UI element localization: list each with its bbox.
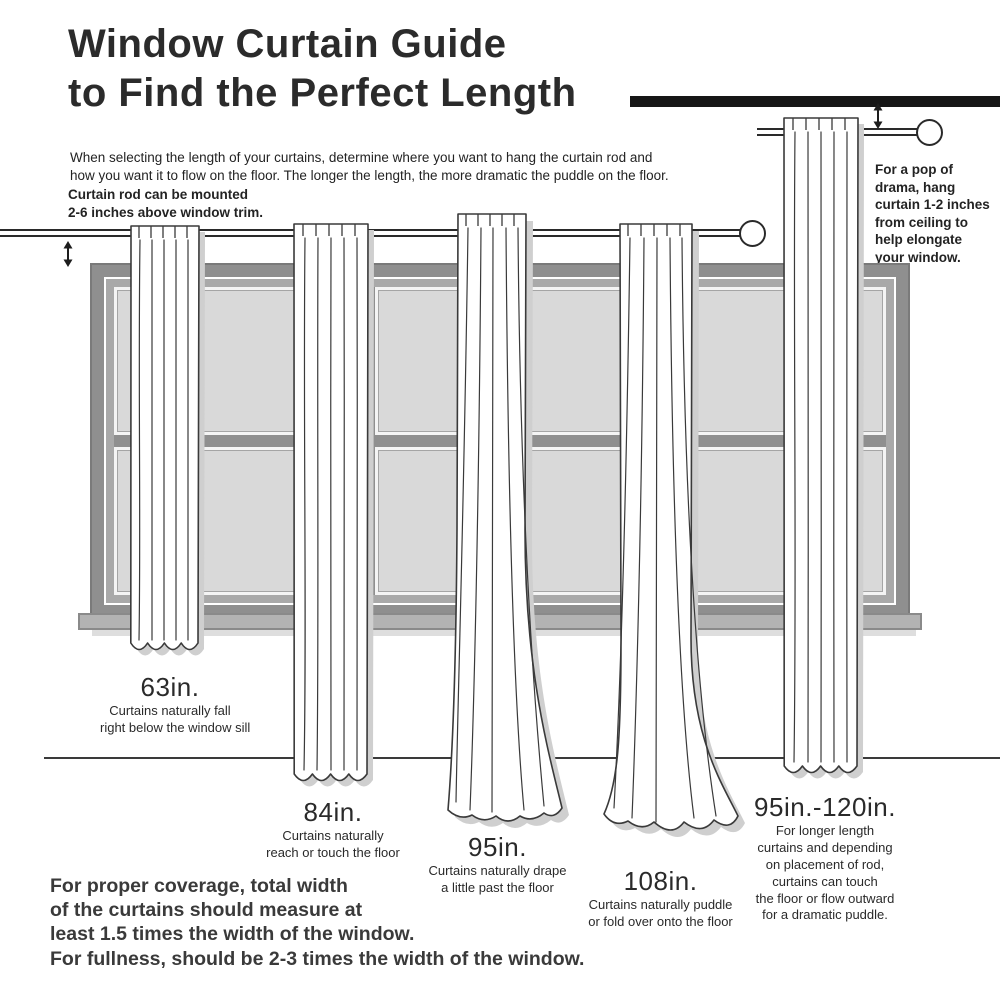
- curtain-95-120-label: 95in.-120in. For longer length curtains …: [740, 792, 910, 924]
- curtain-folds: [793, 131, 848, 763]
- curtain-95-120-desc: For longer length: [775, 823, 875, 838]
- curtain-63-label: 63in. Curtains naturally fall right belo…: [100, 672, 251, 737]
- curtain-pleats: [302, 224, 356, 236]
- curtain-folds: [303, 237, 358, 771]
- rod-mount-note-line2: 2-6 inches above window trim.: [68, 204, 264, 220]
- rod-finial-left: [739, 220, 766, 247]
- arrow-up-down-icon: [63, 241, 73, 267]
- page-title-line1: Window Curtain Guide: [68, 22, 507, 66]
- curtain-84in: [293, 223, 374, 787]
- rod-mount-note: Curtain rod can be mounted 2-6 inches ab…: [68, 186, 263, 221]
- curtain-body: [130, 225, 200, 651]
- curtain-63-desc: Curtains naturally fall: [109, 703, 231, 718]
- curtain-95-120-desc: the floor or flow outward: [755, 890, 895, 906]
- curtain-95-120in: [783, 117, 864, 779]
- curtain-folds: [138, 239, 189, 641]
- curtain-108-length: 108in.: [623, 866, 698, 896]
- coverage-note: For proper coverage, total width of the …: [50, 874, 584, 971]
- curtain-95-120-desc: curtains can touch: [772, 873, 878, 889]
- rod-mount-note-line1: Curtain rod can be mounted: [68, 187, 249, 202]
- page-title-line2: to Find the Perfect Length: [68, 70, 577, 115]
- coverage-note-line: least 1.5 times the width of the window.: [50, 923, 415, 946]
- ceiling-note-line: help elongate: [875, 232, 963, 248]
- curtain-95-desc: a little past the floor: [441, 879, 554, 895]
- curtain-84-desc: reach or touch the floor: [266, 844, 400, 860]
- rod-finial-right: [916, 119, 943, 146]
- curtain-95-length: 95in.: [468, 832, 527, 862]
- curtain-folds: [613, 237, 717, 823]
- curtain-84-desc: Curtains naturally: [282, 828, 384, 843]
- ceiling-note-line: from ceiling to: [875, 214, 969, 230]
- ceiling-note-line: For a pop of: [875, 162, 953, 177]
- ceiling-note-line: curtain 1-2 inches: [875, 197, 990, 213]
- curtain-95-120-desc: for a dramatic puddle.: [762, 907, 888, 923]
- curtain-108-desc: Curtains naturally puddle: [588, 897, 733, 912]
- curtain-95-120-desc: curtains and depending: [757, 839, 893, 855]
- ceiling-note-line: drama, hang: [875, 179, 956, 195]
- curtain-95-desc: Curtains naturally drape: [428, 863, 567, 878]
- intro-line1: When selecting the length of your curtai…: [70, 150, 653, 165]
- coverage-note-line: of the curtains should measure at: [50, 899, 363, 922]
- curtain-folds: [455, 227, 545, 813]
- curtain-pleats: [627, 224, 681, 236]
- curtain-108-desc: or fold over onto the floor: [588, 913, 733, 929]
- ceiling-note-line: your window.: [875, 249, 961, 265]
- curtain-84-length: 84in.: [303, 797, 363, 827]
- curtain-pleats: [138, 226, 188, 238]
- curtain-95-120-length: 95in.-120in.: [754, 792, 896, 822]
- ceiling-line: [630, 96, 1000, 107]
- curtain-84-label: 84in. Curtains naturally reach or touch …: [258, 797, 408, 862]
- coverage-note-line: For fullness, should be 2-3 times the wi…: [50, 947, 585, 970]
- ceiling-drama-note: For a pop of drama, hang curtain 1-2 inc…: [875, 161, 1000, 266]
- intro-text: When selecting the length of your curtai…: [70, 149, 720, 185]
- curtain-95in: [447, 213, 569, 828]
- curtain-pleats: [792, 118, 846, 130]
- curtain-95-label: 95in. Curtains naturally drape a little …: [420, 832, 575, 897]
- arrow-up-down-icon: [873, 103, 883, 129]
- curtain-body: [603, 223, 739, 831]
- curtain-108in: [603, 223, 745, 837]
- curtain-pleats: [465, 214, 515, 226]
- curtain-63-desc: right below the window sill: [100, 719, 251, 735]
- curtain-63in: [130, 225, 205, 656]
- curtain-63-length: 63in.: [140, 672, 200, 702]
- curtain-108-label: 108in. Curtains naturally puddle or fold…: [578, 866, 743, 931]
- intro-line2: how you want it to flow on the floor. Th…: [70, 168, 669, 184]
- coverage-note-line: For proper coverage, total width: [50, 875, 348, 897]
- curtain-95-120-desc: on placement of rod,: [765, 856, 885, 872]
- page-title: Window Curtain Guide to Find the Perfect…: [68, 20, 577, 118]
